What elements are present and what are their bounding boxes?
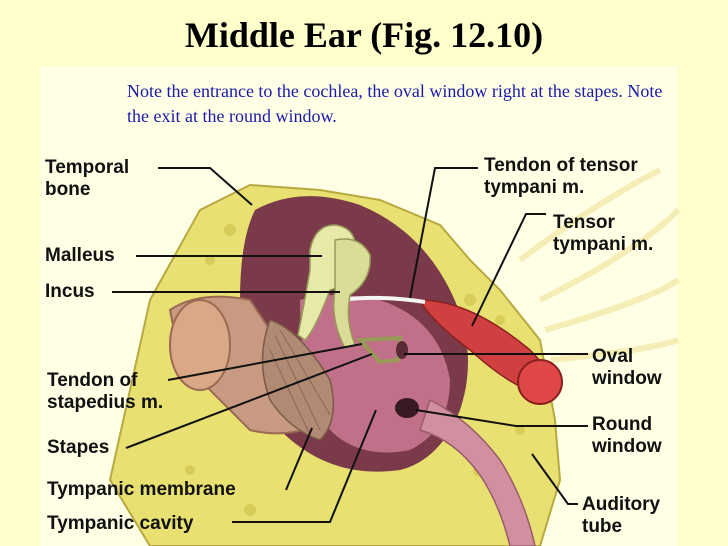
label-stapes: Stapes bbox=[47, 437, 110, 458]
incus-shape bbox=[333, 238, 371, 349]
tympanic-membrane-shape bbox=[261, 319, 335, 441]
label-malleus: Malleus bbox=[45, 245, 115, 266]
label-incus: Incus bbox=[45, 281, 95, 302]
bone-texture bbox=[185, 196, 525, 516]
label-auditory-tube: Auditory tube bbox=[582, 494, 660, 538]
label-temporal-bone: Temporal bone bbox=[45, 157, 129, 201]
label-tendon-tensor-line1: Tendon of tensor bbox=[484, 155, 638, 176]
label-tendon-tensor-line2: tympani m. bbox=[484, 177, 585, 198]
instruction-note: Note the entrance to the cochlea, the ov… bbox=[127, 81, 663, 126]
label-auditory-tube-line1: Auditory bbox=[582, 494, 661, 515]
label-oval-window-line2: window bbox=[592, 368, 662, 389]
tensor-muscle-section bbox=[517, 359, 563, 405]
stapes-shape bbox=[355, 335, 403, 365]
label-tendon-stapedius-line1: Tendon of bbox=[47, 370, 138, 391]
label-auditory-tube-line2: tube bbox=[582, 516, 623, 537]
label-temporal-bone-line1: Temporal bbox=[45, 157, 130, 178]
page-title: Middle Ear (Fig. 12.10) bbox=[184, 15, 544, 55]
label-oval-window: Oval window bbox=[592, 346, 662, 390]
label-round-window-line1: Round bbox=[592, 414, 653, 435]
round-window-shape bbox=[395, 398, 419, 418]
label-tympanic-cavity: Tympanic cavity bbox=[47, 513, 194, 534]
auditory-tube-shape bbox=[419, 398, 536, 546]
label-round-window: Round window bbox=[592, 414, 662, 458]
label-round-window-line2: window bbox=[592, 436, 662, 457]
label-tendon-stapedius: Tendon of stapedius m. bbox=[47, 370, 163, 414]
label-tendon-stapedius-line2: stapedius m. bbox=[47, 392, 164, 413]
label-tendon-tensor-tympani: Tendon of tensor tympani m. bbox=[484, 155, 638, 199]
oval-window-shape bbox=[396, 341, 408, 359]
label-tensor-tympani-line1: Tensor bbox=[553, 212, 615, 233]
label-tympanic-membrane: Tympanic membrane bbox=[47, 479, 236, 500]
label-tensor-tympani-line2: tympani m. bbox=[553, 234, 654, 255]
background-rays bbox=[518, 167, 681, 363]
label-oval-window-line1: Oval bbox=[592, 346, 634, 367]
label-tensor-tympani: Tensor tympani m. bbox=[553, 212, 653, 256]
leader-lines bbox=[112, 167, 588, 523]
canal-opening bbox=[169, 299, 231, 391]
label-temporal-bone-line2: bone bbox=[45, 179, 91, 200]
